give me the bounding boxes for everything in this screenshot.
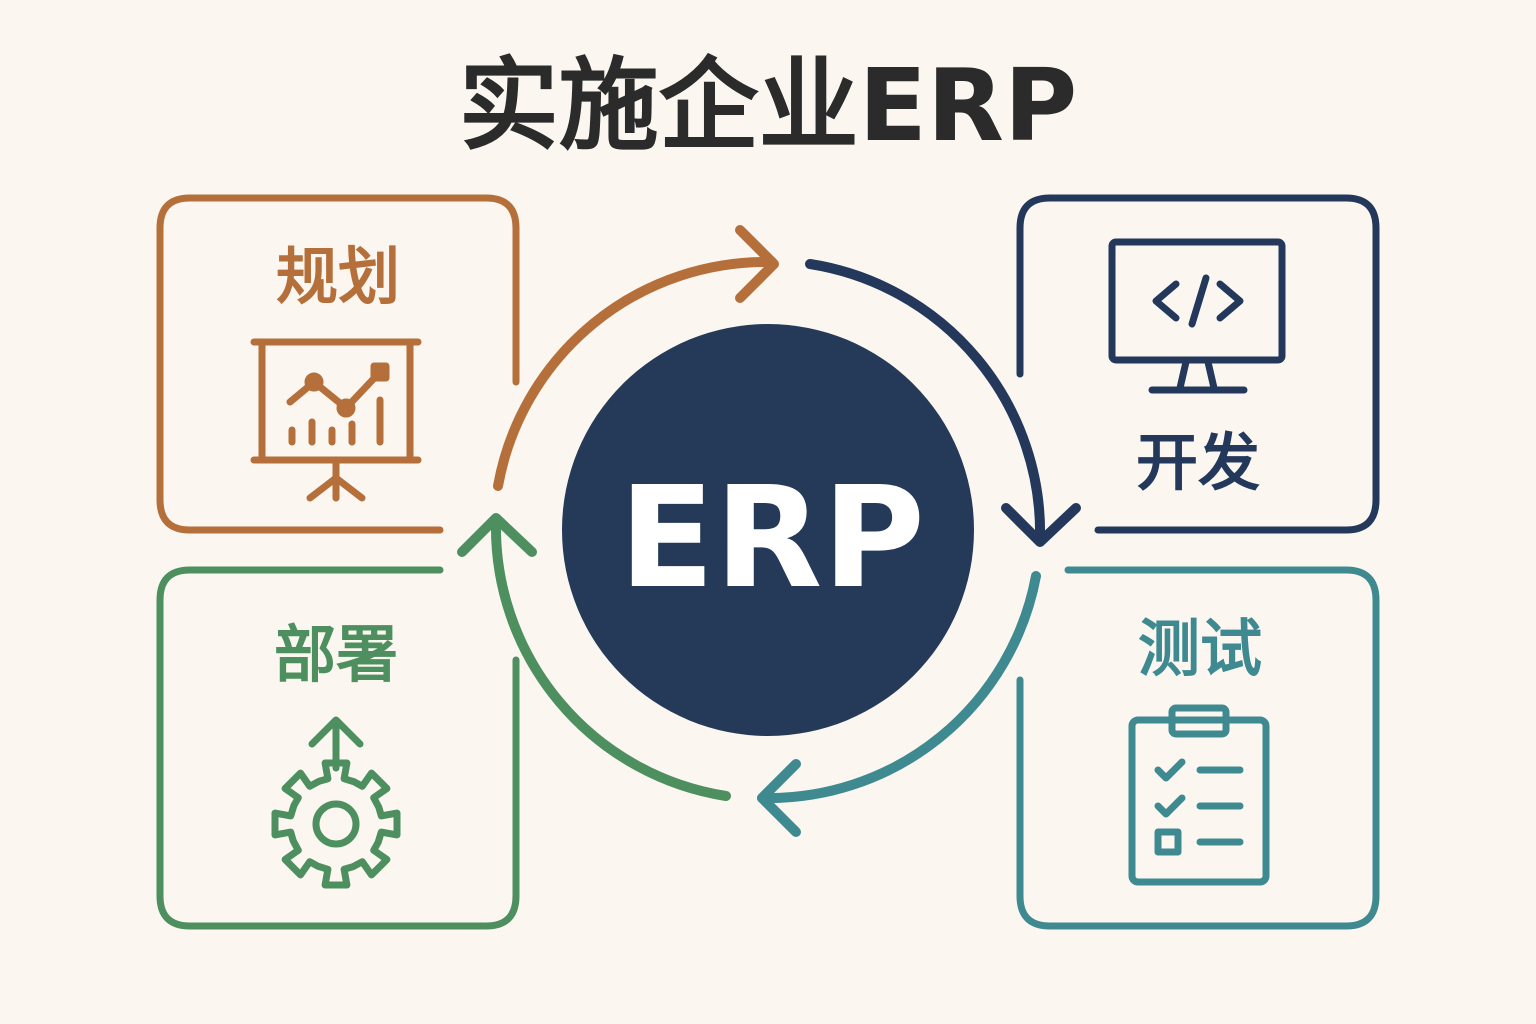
testing-box-outline [1016, 566, 1380, 930]
step-box-development [1016, 194, 1380, 534]
center-erp-label: ERP [619, 457, 925, 620]
presentation-chart-icon [250, 338, 422, 502]
arrow-testing-to-deployment [757, 571, 1041, 804]
arrow-deployment-to-planning [490, 517, 731, 801]
step-label-planning: 规划 [276, 240, 400, 313]
center-erp-circle [562, 324, 974, 736]
step-box-testing [1016, 566, 1380, 930]
development-box-outline [1016, 194, 1380, 534]
step-label-deployment: 部署 [274, 618, 398, 691]
clipboard-checklist-icon [1128, 704, 1270, 886]
arrow-planning-to-development [493, 256, 777, 491]
arrowhead-testing [757, 759, 801, 837]
step-box-deployment [156, 566, 520, 930]
planning-box-outline [156, 194, 520, 534]
page-title: 实施企业ERP [459, 47, 1078, 164]
step-box-planning [156, 194, 520, 534]
arrowhead-deployment [457, 513, 537, 557]
gear-upload-icon [271, 716, 401, 889]
cycle-arrows [457, 225, 1081, 837]
deployment-box-outline [156, 566, 520, 930]
arrowhead-planning [735, 225, 779, 303]
monitor-code-icon [1108, 238, 1286, 394]
step-label-development: 开发 [1136, 426, 1260, 499]
step-label-testing: 测试 [1138, 612, 1262, 685]
arrow-development-to-testing [805, 259, 1046, 545]
arrowhead-development [1001, 503, 1081, 547]
